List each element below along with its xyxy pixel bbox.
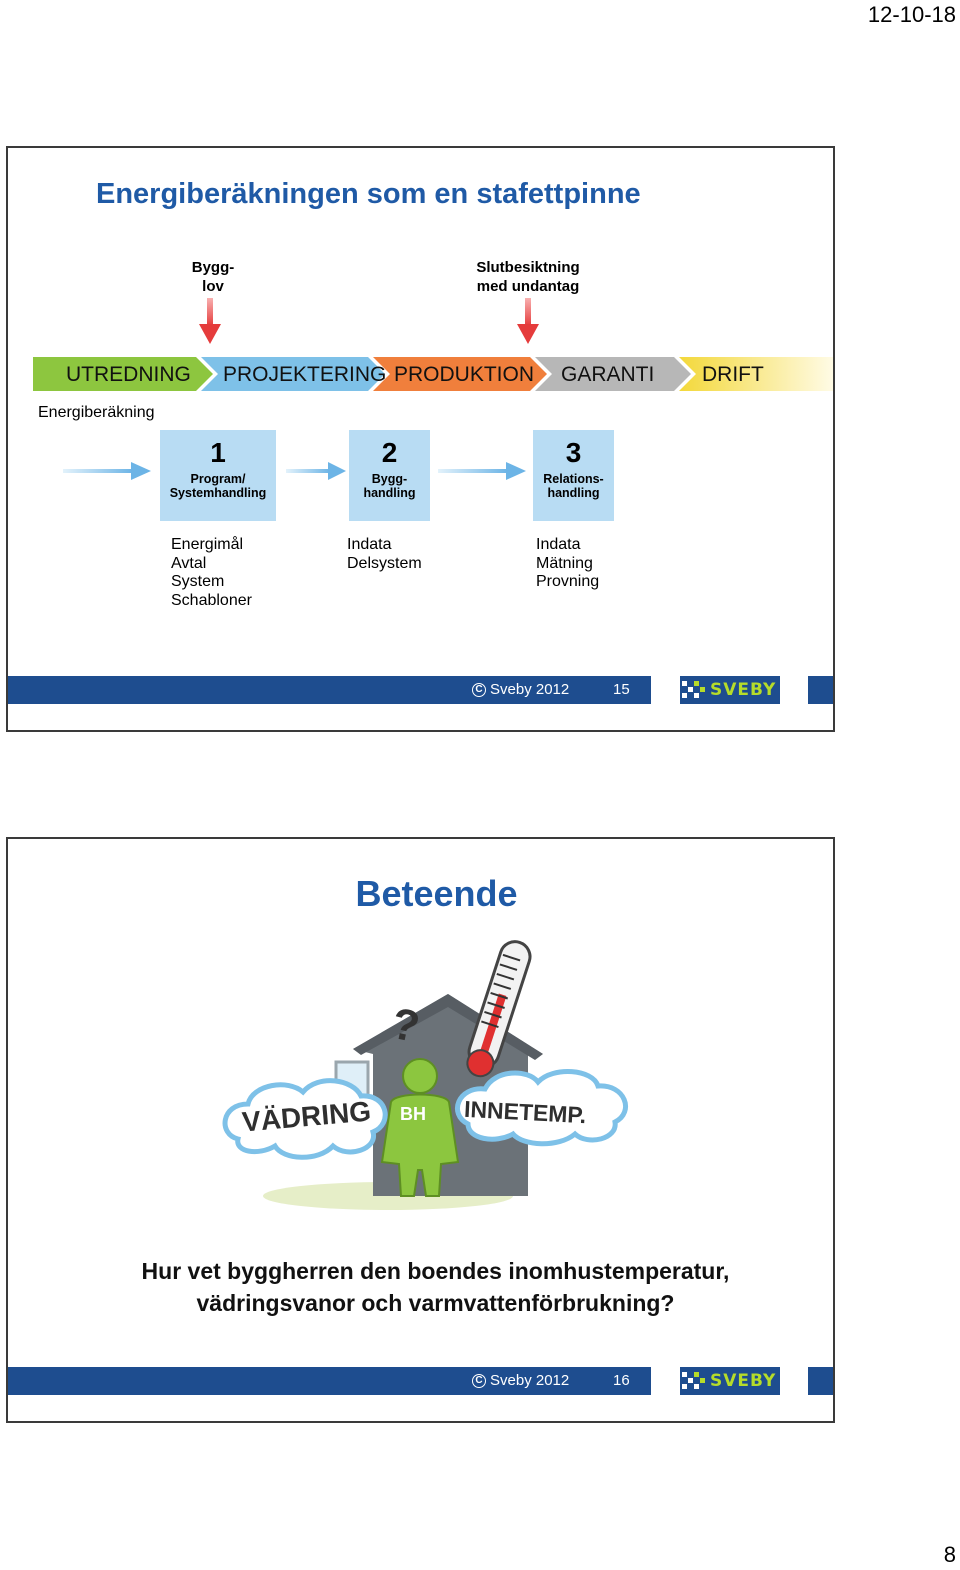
page-number: 8: [943, 1542, 956, 1567]
phase-utredning: UTREDNING: [66, 363, 191, 386]
arrow-down-icon: [199, 298, 221, 344]
phase-projektering: PROJEKTERING: [223, 363, 387, 386]
list-item: Indata: [347, 536, 392, 553]
sveby-logo: SVEBY: [680, 1367, 780, 1395]
milestone-line: lov: [202, 278, 224, 295]
step-box-3: 3 Relations- handling: [533, 430, 614, 521]
phase-utredning-shape: [33, 357, 213, 391]
slide-footer: C Sveby 2012 15 SVEBY: [8, 676, 833, 704]
phase-garanti: GARANTI: [561, 363, 655, 386]
cloud-left-shape: [222, 1078, 388, 1160]
footer-bar: [8, 676, 651, 704]
copyright-icon: C: [472, 1373, 486, 1388]
copyright: C Sveby 2012: [472, 1372, 569, 1389]
page-date: 12-10-18: [867, 2, 956, 27]
list-item: Indata: [536, 536, 581, 553]
footer-bar-end: [808, 1367, 833, 1395]
list-step-2: Indata Delsystem: [347, 536, 422, 573]
copyright-text: Sveby 2012: [490, 681, 570, 698]
sveby-logo: SVEBY: [680, 676, 780, 704]
slide-16: Beteende: [6, 837, 835, 1423]
phase-drift-shape: [679, 357, 833, 391]
question-line: vädringsvanor och varmvattenförbrukning?: [196, 1290, 675, 1316]
list-item: Avtal: [171, 554, 207, 572]
slide-title: Beteende: [355, 873, 518, 914]
phase-projektering-shape: [201, 357, 385, 391]
arrow-right-icon: [438, 462, 526, 480]
copyright: C Sveby 2012: [472, 681, 569, 698]
list-item: Mätning: [536, 554, 593, 572]
copyright-text: Sveby 2012: [490, 1372, 570, 1389]
list-item: System: [171, 573, 225, 590]
energiberakning-label: Energiberäkning: [38, 404, 155, 421]
step-number: 3: [565, 437, 582, 468]
slide-number: 16: [613, 1372, 630, 1389]
list-item: Energimål: [171, 536, 244, 553]
question-text: Hur vet byggherren den boendes inomhuste…: [68, 1255, 803, 1319]
footer-bar: [8, 1367, 651, 1395]
milestone-line: Slutbesiktning: [476, 259, 580, 276]
phase-drift: DRIFT: [702, 363, 764, 386]
phase-produktion: PRODUKTION: [394, 363, 535, 386]
step-box-2: 2 Bygg- handling: [349, 430, 430, 521]
thermometer-icon: [466, 940, 532, 1078]
step-caption: handling: [547, 486, 600, 500]
logo-text: SVEBY: [710, 680, 777, 700]
list-step-1: Energimål Avtal System Schabloner: [171, 536, 252, 610]
footer-bar-end: [808, 676, 833, 704]
milestone-line: med undantag: [476, 278, 580, 295]
arrow-right-icon: [286, 462, 346, 480]
arrow-down-icon: [517, 298, 539, 344]
question-line: Hur vet byggherren den boendes inomhuste…: [141, 1258, 730, 1284]
milestone-slutbesiktning: Slutbesiktning med undantag: [448, 258, 608, 296]
copyright-icon: C: [472, 682, 486, 697]
behavior-illustration: [222, 940, 628, 1210]
phase-produktion-shape: [373, 357, 547, 391]
slide-footer: C Sveby 2012 16 SVEBY: [8, 1367, 833, 1395]
arrow-right-icon: [63, 462, 151, 480]
step-caption: Systemhandling: [169, 486, 267, 500]
step-caption: handling: [363, 486, 416, 500]
logo-pixel-icon: [682, 1370, 708, 1392]
phase-garanti-shape: [535, 357, 691, 391]
cloud-right-shape: [455, 1068, 628, 1147]
list-item: Delsystem: [347, 554, 422, 572]
person-icon: [380, 1058, 460, 1197]
step-caption: Bygg-: [371, 472, 408, 486]
logo-pixel-icon: [682, 679, 708, 701]
slide-title: Energiberäkningen som en stafettpinne: [96, 178, 641, 210]
list-item: Schabloner: [171, 591, 252, 609]
slide-15: Energiberäkningen som en stafettpinne By…: [6, 146, 835, 732]
logo-text: SVEBY: [710, 1371, 777, 1391]
step-box-1: 1 Program/ Systemhandling: [160, 430, 276, 521]
list-step-3: Indata Mätning Provning: [536, 536, 599, 592]
step-caption: Program/: [190, 472, 246, 486]
milestone-bygglov: Bygg- lov: [173, 258, 253, 296]
step-caption: Relations-: [543, 472, 604, 486]
step-number: 1: [210, 437, 226, 468]
phase-band: [33, 357, 833, 391]
list-item: Provning: [536, 573, 600, 590]
step-number: 2: [381, 437, 398, 468]
slide-number: 15: [613, 681, 630, 698]
person-label: BH: [400, 1104, 426, 1124]
milestone-line: Bygg-: [191, 259, 235, 276]
